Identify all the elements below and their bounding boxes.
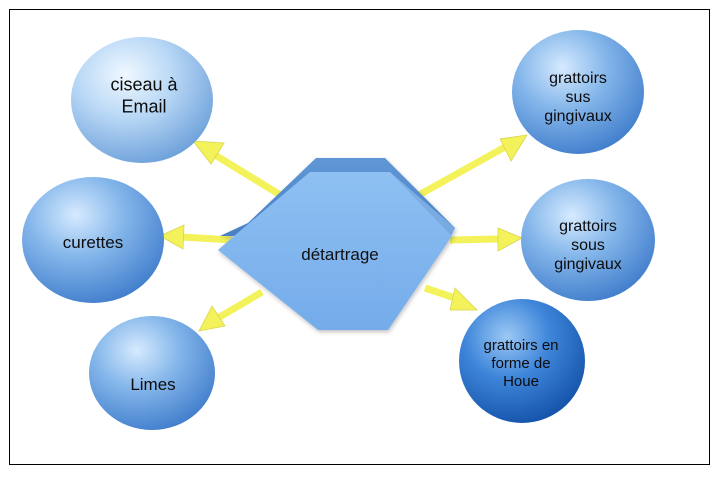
arrow-to-ciseau	[192, 140, 284, 199]
arrows	[159, 134, 528, 332]
node-limes-sphere	[89, 316, 215, 430]
arrow-to-sous	[449, 227, 523, 252]
center-shape	[218, 158, 455, 330]
node-ciseau-sphere	[71, 37, 213, 163]
node-sus-sphere	[512, 30, 644, 154]
arrow-to-sus	[408, 134, 528, 204]
arrow-to-houe	[423, 284, 478, 311]
node-curettes-sphere	[22, 177, 164, 303]
arrow-to-limes	[198, 288, 264, 332]
node-sous-sphere	[521, 179, 655, 301]
nodes	[22, 30, 655, 430]
arrow-to-curettes	[159, 224, 233, 250]
node-houe-sphere	[459, 299, 585, 423]
